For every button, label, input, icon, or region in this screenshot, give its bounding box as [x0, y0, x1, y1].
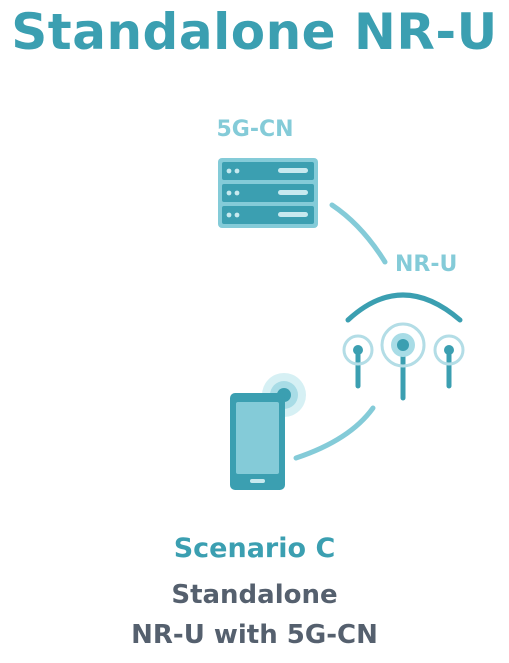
- nr-u-link-label: NR-U: [395, 252, 458, 277]
- server-rack-icon: [218, 158, 318, 228]
- core-to-base-station-link: [329, 202, 388, 265]
- scenario-description-line2: NR-U with 5G-CN: [131, 620, 378, 650]
- scenario-description-line1: Standalone: [171, 580, 338, 610]
- scenario-label: Scenario C: [173, 533, 336, 564]
- smartphone-icon: [230, 393, 285, 490]
- page-title: Standalone NR-U: [11, 3, 498, 61]
- core-network-label: 5G-CN: [216, 117, 294, 142]
- phone-to-base-station-link: [293, 405, 376, 461]
- base-station-icon: [342, 292, 465, 401]
